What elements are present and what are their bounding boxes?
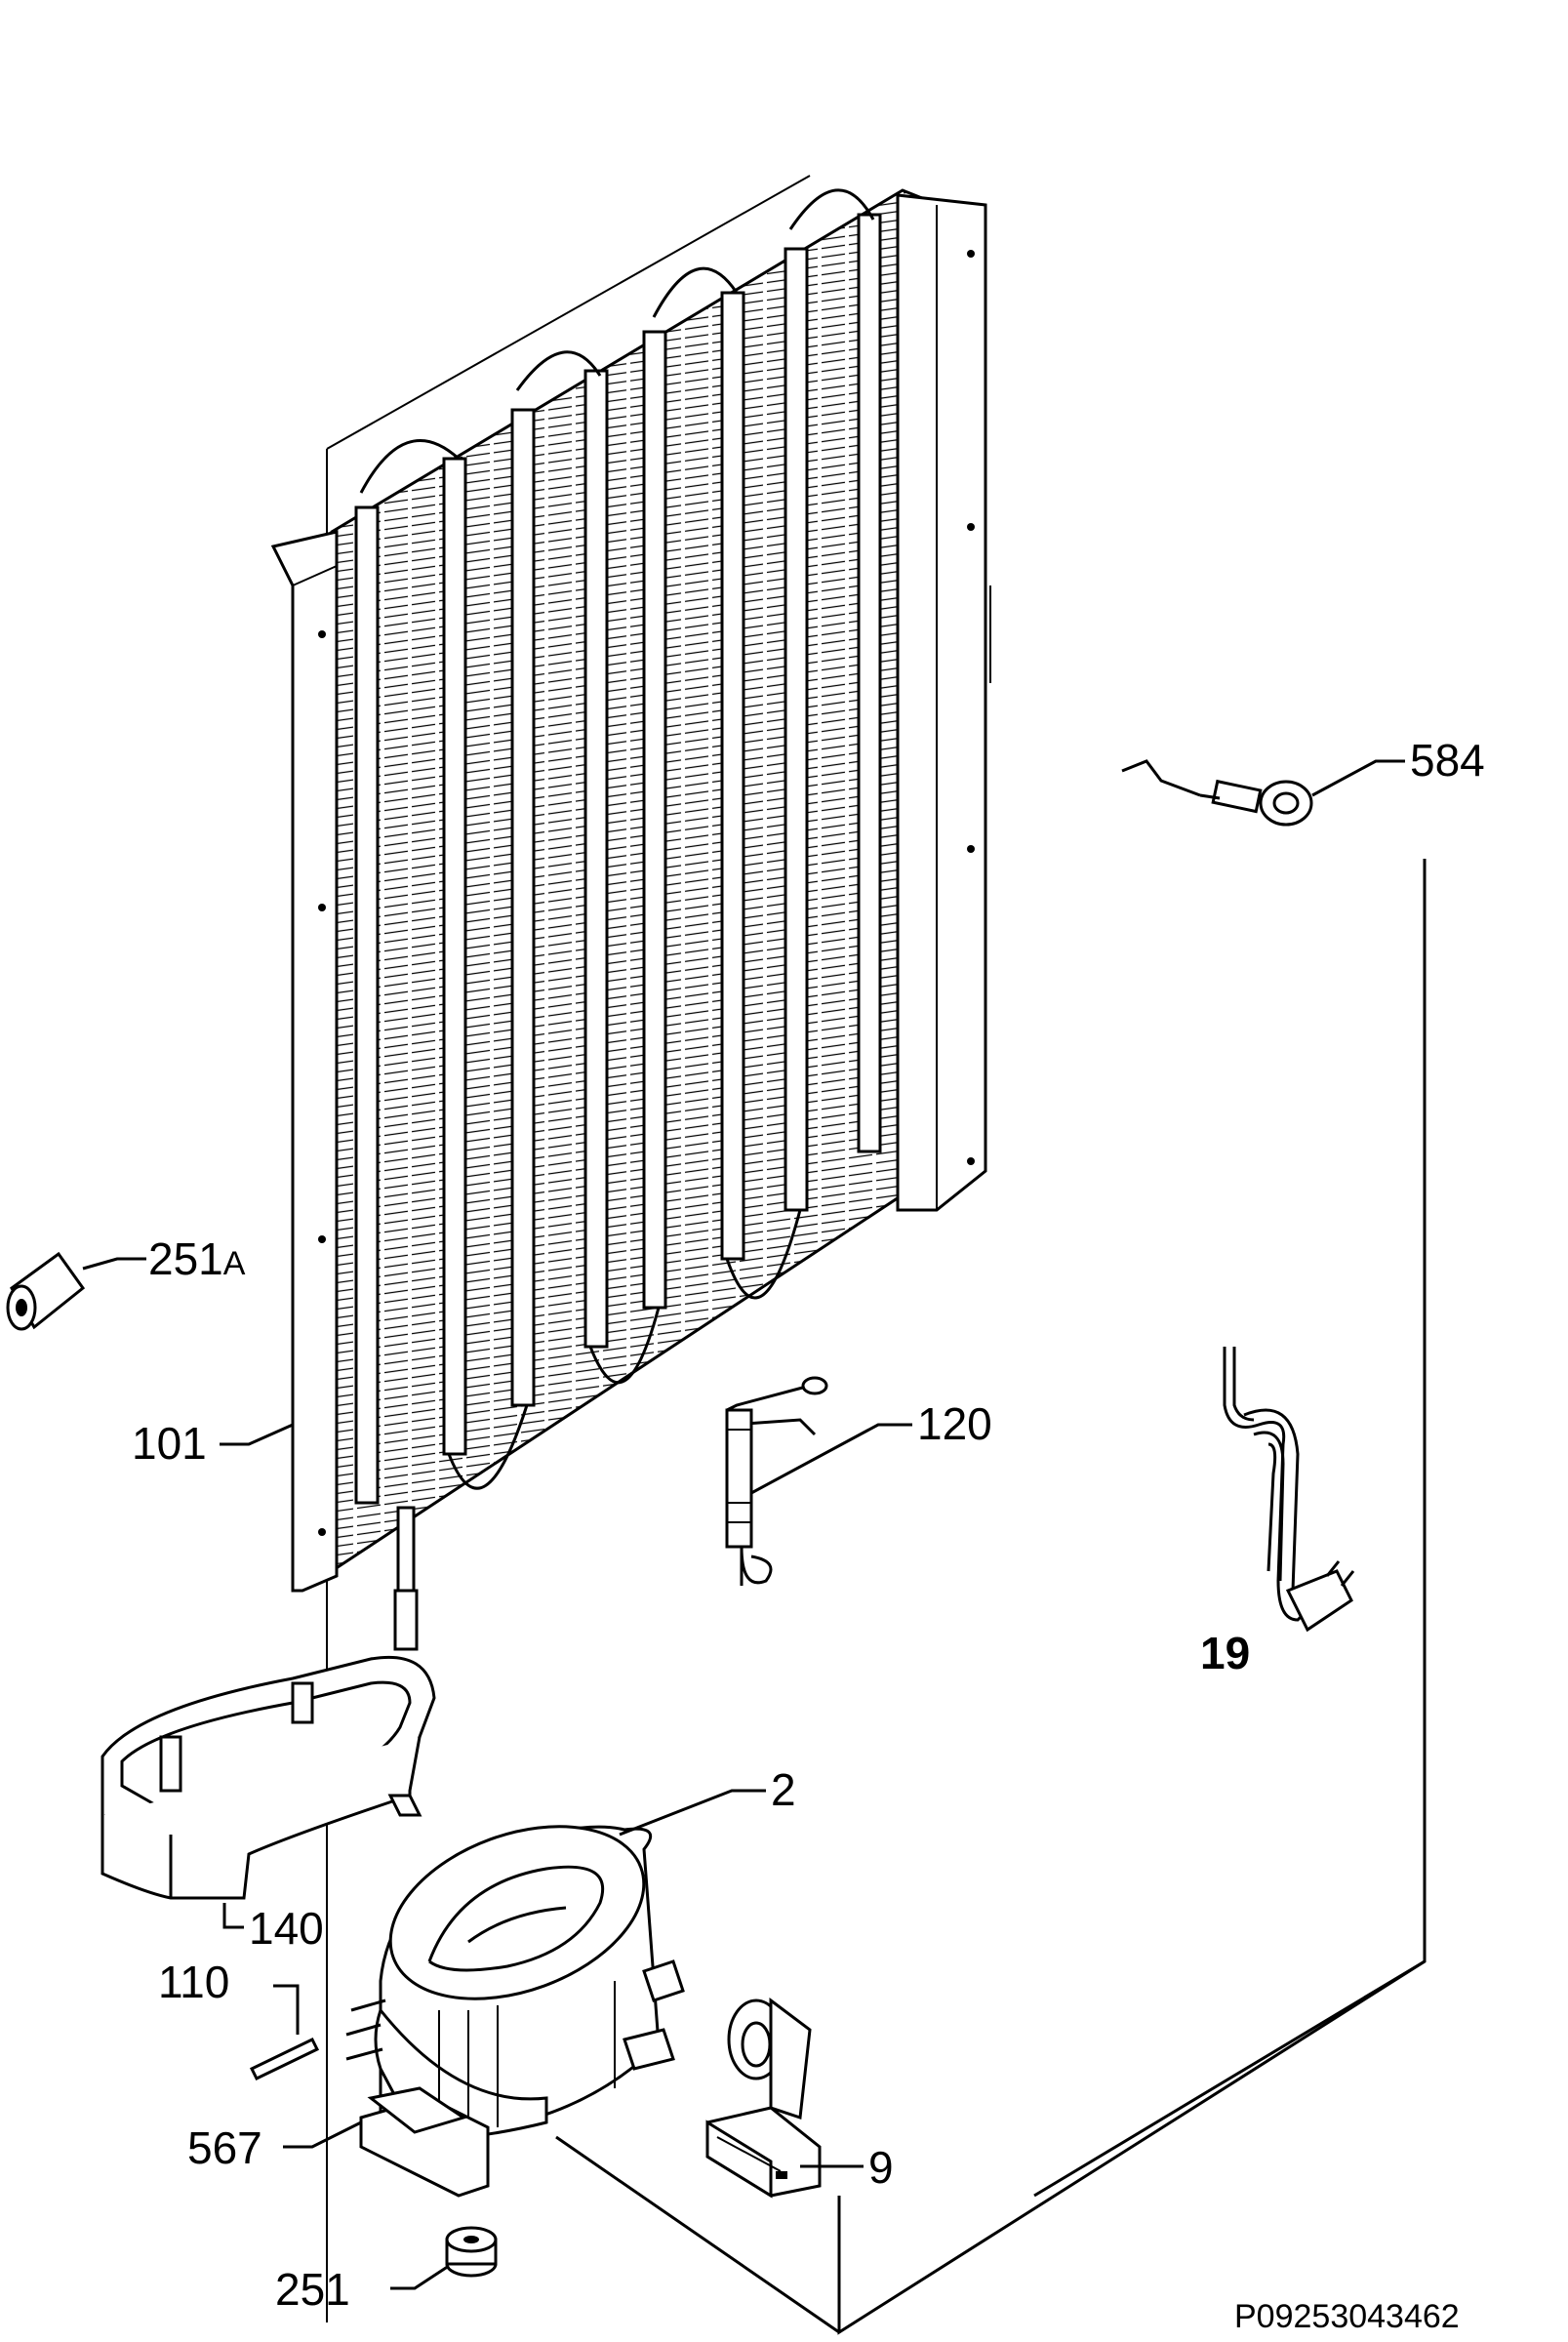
- tube-bends: [359, 188, 875, 1490]
- label-120: 120: [917, 1398, 992, 1449]
- label-567: 567: [187, 2122, 262, 2173]
- power-cord-19: [1223, 1347, 1355, 1633]
- label-2: 2: [771, 1764, 796, 1815]
- foot-grommet-251: [445, 2226, 498, 2278]
- label-9: 9: [868, 2142, 894, 2193]
- thermal-protector-584: [1121, 759, 1313, 827]
- label-101: 101: [132, 1418, 207, 1469]
- starter-relay-9: [705, 1998, 822, 2199]
- label-19: 19: [1200, 1628, 1250, 1678]
- part-labels: 584 251A 101 120 19 2 140 110 567 9 251 …: [132, 735, 1485, 2335]
- label-140: 140: [249, 1903, 324, 1954]
- label-110: 110: [158, 1957, 229, 2007]
- label-584: 584: [1410, 735, 1485, 786]
- pin-110: [249, 2038, 320, 2080]
- label-251: 251: [275, 2264, 350, 2315]
- leader-lines: [82, 759, 1405, 2290]
- rubber-grommet-251a: [6, 1251, 86, 1331]
- condenser-tubes: [354, 213, 882, 1505]
- diagram-code: P09253043462: [1234, 2298, 1460, 2335]
- bracket-holes: [318, 250, 975, 1536]
- label-251a: 251A: [148, 1233, 246, 1284]
- drip-tray-140: [101, 1655, 436, 1900]
- filter-drier-120: [725, 1376, 828, 1586]
- compressor-2: [345, 1825, 685, 2198]
- condenser: [270, 188, 987, 1651]
